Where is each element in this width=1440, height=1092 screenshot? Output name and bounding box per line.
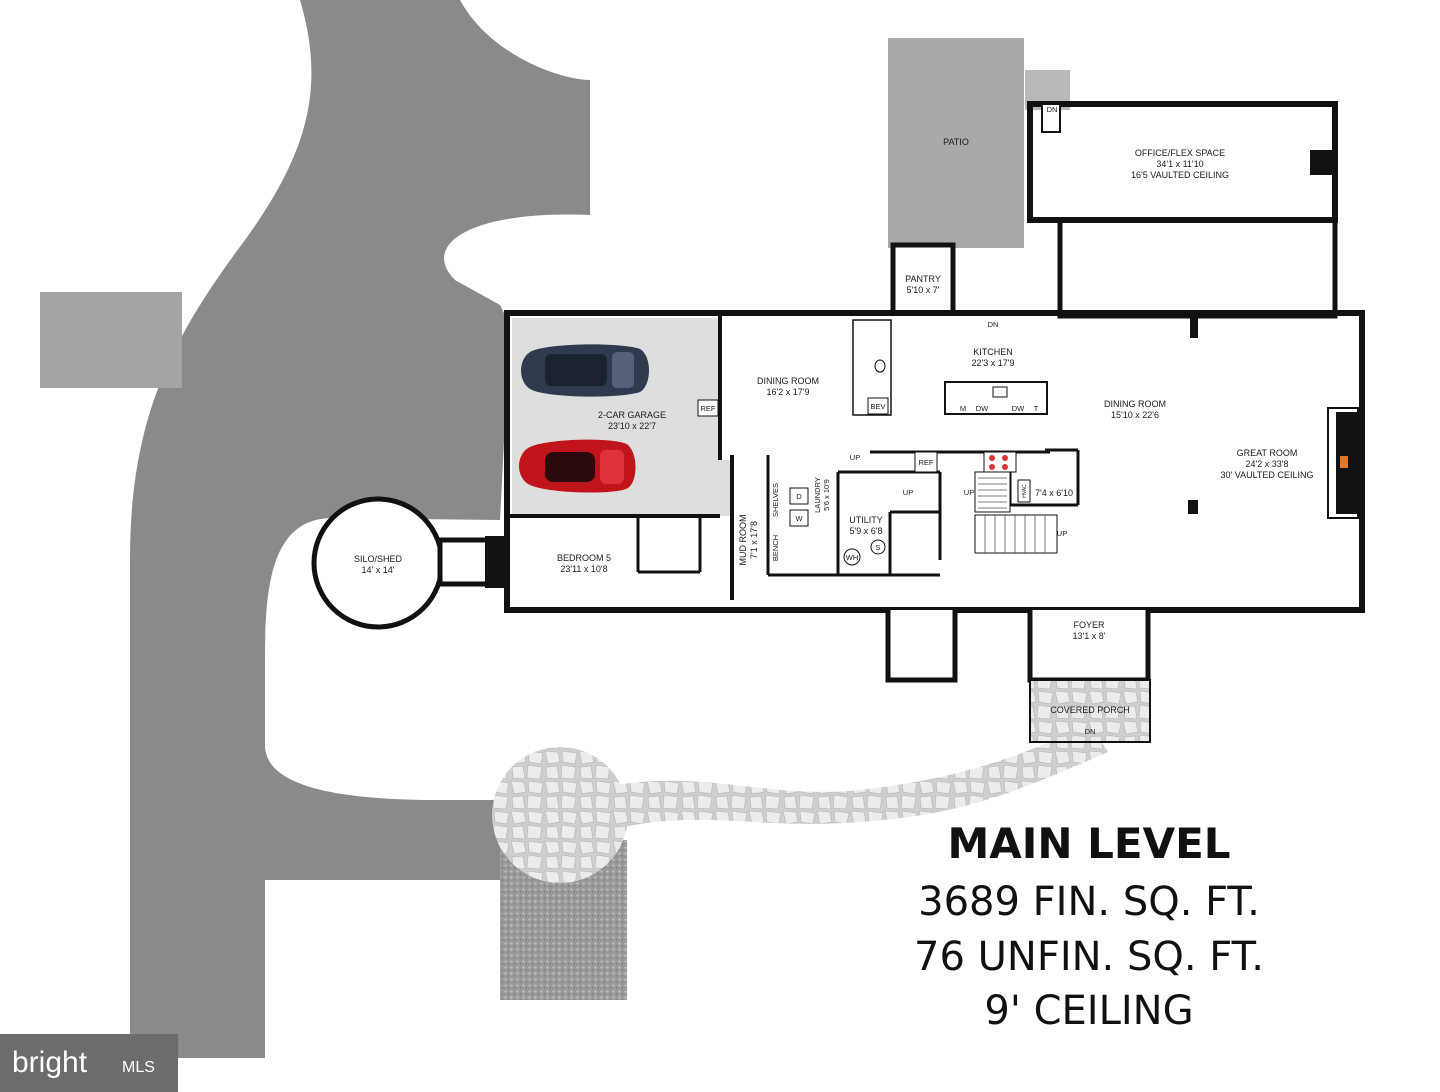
foyer-name: FOYER	[1073, 620, 1105, 630]
office-dn: DN	[1047, 105, 1058, 114]
office-dim: 34'1 x 11'10	[1156, 159, 1203, 169]
dryer	[789, 487, 809, 505]
great-name: GREAT ROOM	[1237, 448, 1298, 458]
pantry: PANTRY 5'10 x 7'	[890, 242, 956, 316]
stairs-up-3: UP	[1057, 529, 1067, 538]
dining1-name: DINING ROOM	[757, 376, 819, 386]
ceiling-height: 9' CEILING	[984, 988, 1193, 1034]
kitchen-name: KITCHEN	[973, 347, 1013, 357]
garage-dim: 23'10 x 22'7	[608, 421, 656, 431]
office-name: OFFICE/FLEX SPACE	[1135, 148, 1225, 158]
bright-mls-watermark: bright MLS	[0, 1034, 178, 1092]
laundry-dim: 5'6 x 10'9	[822, 479, 831, 511]
bench-label: BENCH	[771, 535, 780, 561]
washer	[789, 509, 809, 527]
pantry-dim: 5'10 x 7'	[907, 285, 940, 295]
bedroom-dim: 23'11 x 10'8	[560, 564, 607, 574]
closet-dim: 7'4 x 6'10	[1035, 488, 1073, 498]
level-summary: MAIN LEVEL 3689 FIN. SQ. FT. 76 UNFIN. S…	[914, 819, 1264, 1034]
kitchen-ref: REF	[919, 458, 934, 467]
kitchen: M DW DW T BEV REF KITCHEN 22'3 x 17'9 DN	[852, 319, 1048, 473]
garage-name: 2-CAR GARAGE	[598, 410, 666, 420]
kitchen-dw-1: DW	[976, 404, 989, 413]
stairs-up-4: UP	[850, 453, 860, 462]
sump	[870, 539, 886, 555]
laundry-name: LAUNDRY	[813, 477, 822, 513]
dryer-label: D	[796, 492, 802, 501]
silo-dim: 14' x 14'	[362, 565, 395, 575]
patio-label: PATIO	[943, 137, 969, 147]
washer-label: W	[795, 514, 803, 523]
bedroom-name: BEDROOM 5	[557, 553, 611, 563]
stairs-up-1: UP	[903, 488, 913, 497]
hvac-label: HVAC	[1022, 484, 1028, 498]
office-ceiling: 16'5 VAULTED CEILING	[1131, 170, 1229, 180]
great-ceiling: 30' VAULTED CEILING	[1221, 470, 1314, 480]
silo-shed: SILO/SHED 14' x 14'	[311, 496, 507, 630]
stairs-up-2: UP	[964, 488, 974, 497]
office-flex-wing: DN OFFICE/FLEX SPACE 34'1 x 11'10 16'5 V…	[1027, 101, 1338, 319]
mud-name: MUD ROOM	[738, 515, 748, 566]
garage-ref-label: REF	[701, 404, 716, 413]
driveway	[130, 0, 590, 1058]
kitchen-m: M	[960, 404, 966, 413]
car-red	[519, 439, 636, 493]
wh-label: WH	[846, 553, 859, 562]
covered-porch	[1029, 679, 1151, 743]
silo-name: SILO/SHED	[354, 554, 403, 564]
car-blue	[521, 344, 649, 397]
garage-ref	[697, 399, 719, 417]
dining2-name: DINING ROOM	[1104, 399, 1166, 409]
watermark-suffix: MLS	[122, 1059, 155, 1076]
watermark-brand: bright	[12, 1046, 88, 1079]
mud-dim: 7'1 x 17'8	[749, 521, 759, 559]
utility-dim: 5'9 x 6'8	[850, 526, 883, 536]
dining1-dim: 16'2 x 17'9	[767, 387, 810, 397]
great-dim: 24'2 x 33'8	[1246, 459, 1289, 469]
kitchen-bev: BEV	[870, 402, 885, 411]
kitchen-dn: DN	[988, 320, 999, 329]
stone-circle	[492, 747, 628, 883]
kitchen-dw-2: DW	[1012, 404, 1025, 413]
patio-area	[888, 38, 1024, 248]
fin-sqft: 3689 FIN. SQ. FT.	[918, 879, 1260, 925]
shelves-label: SHELVES	[771, 483, 780, 517]
porch-dn: DN	[1085, 727, 1096, 736]
utility-name: UTILITY	[849, 515, 883, 525]
porch-name: COVERED PORCH	[1050, 705, 1130, 715]
hvac-unit	[1017, 479, 1031, 503]
unfin-sqft: 76 UNFIN. SQ. FT.	[914, 934, 1264, 980]
water-heater	[843, 548, 861, 566]
foyer-dim: 13'1 x 8'	[1073, 631, 1106, 641]
kitchen-dim: 22'3 x 17'9	[972, 358, 1015, 368]
pantry-name: PANTRY	[905, 274, 941, 284]
s-label: S	[875, 543, 880, 552]
main-house-walls	[504, 310, 1365, 683]
level-title: MAIN LEVEL	[947, 819, 1230, 868]
kitchen-t: T	[1034, 404, 1039, 413]
stairs: UP UP UP UP	[850, 453, 1067, 554]
gray-pad	[40, 292, 182, 388]
stone-walkway	[590, 725, 1108, 830]
dining2-dim: 15'10 x 22'6	[1111, 410, 1159, 420]
